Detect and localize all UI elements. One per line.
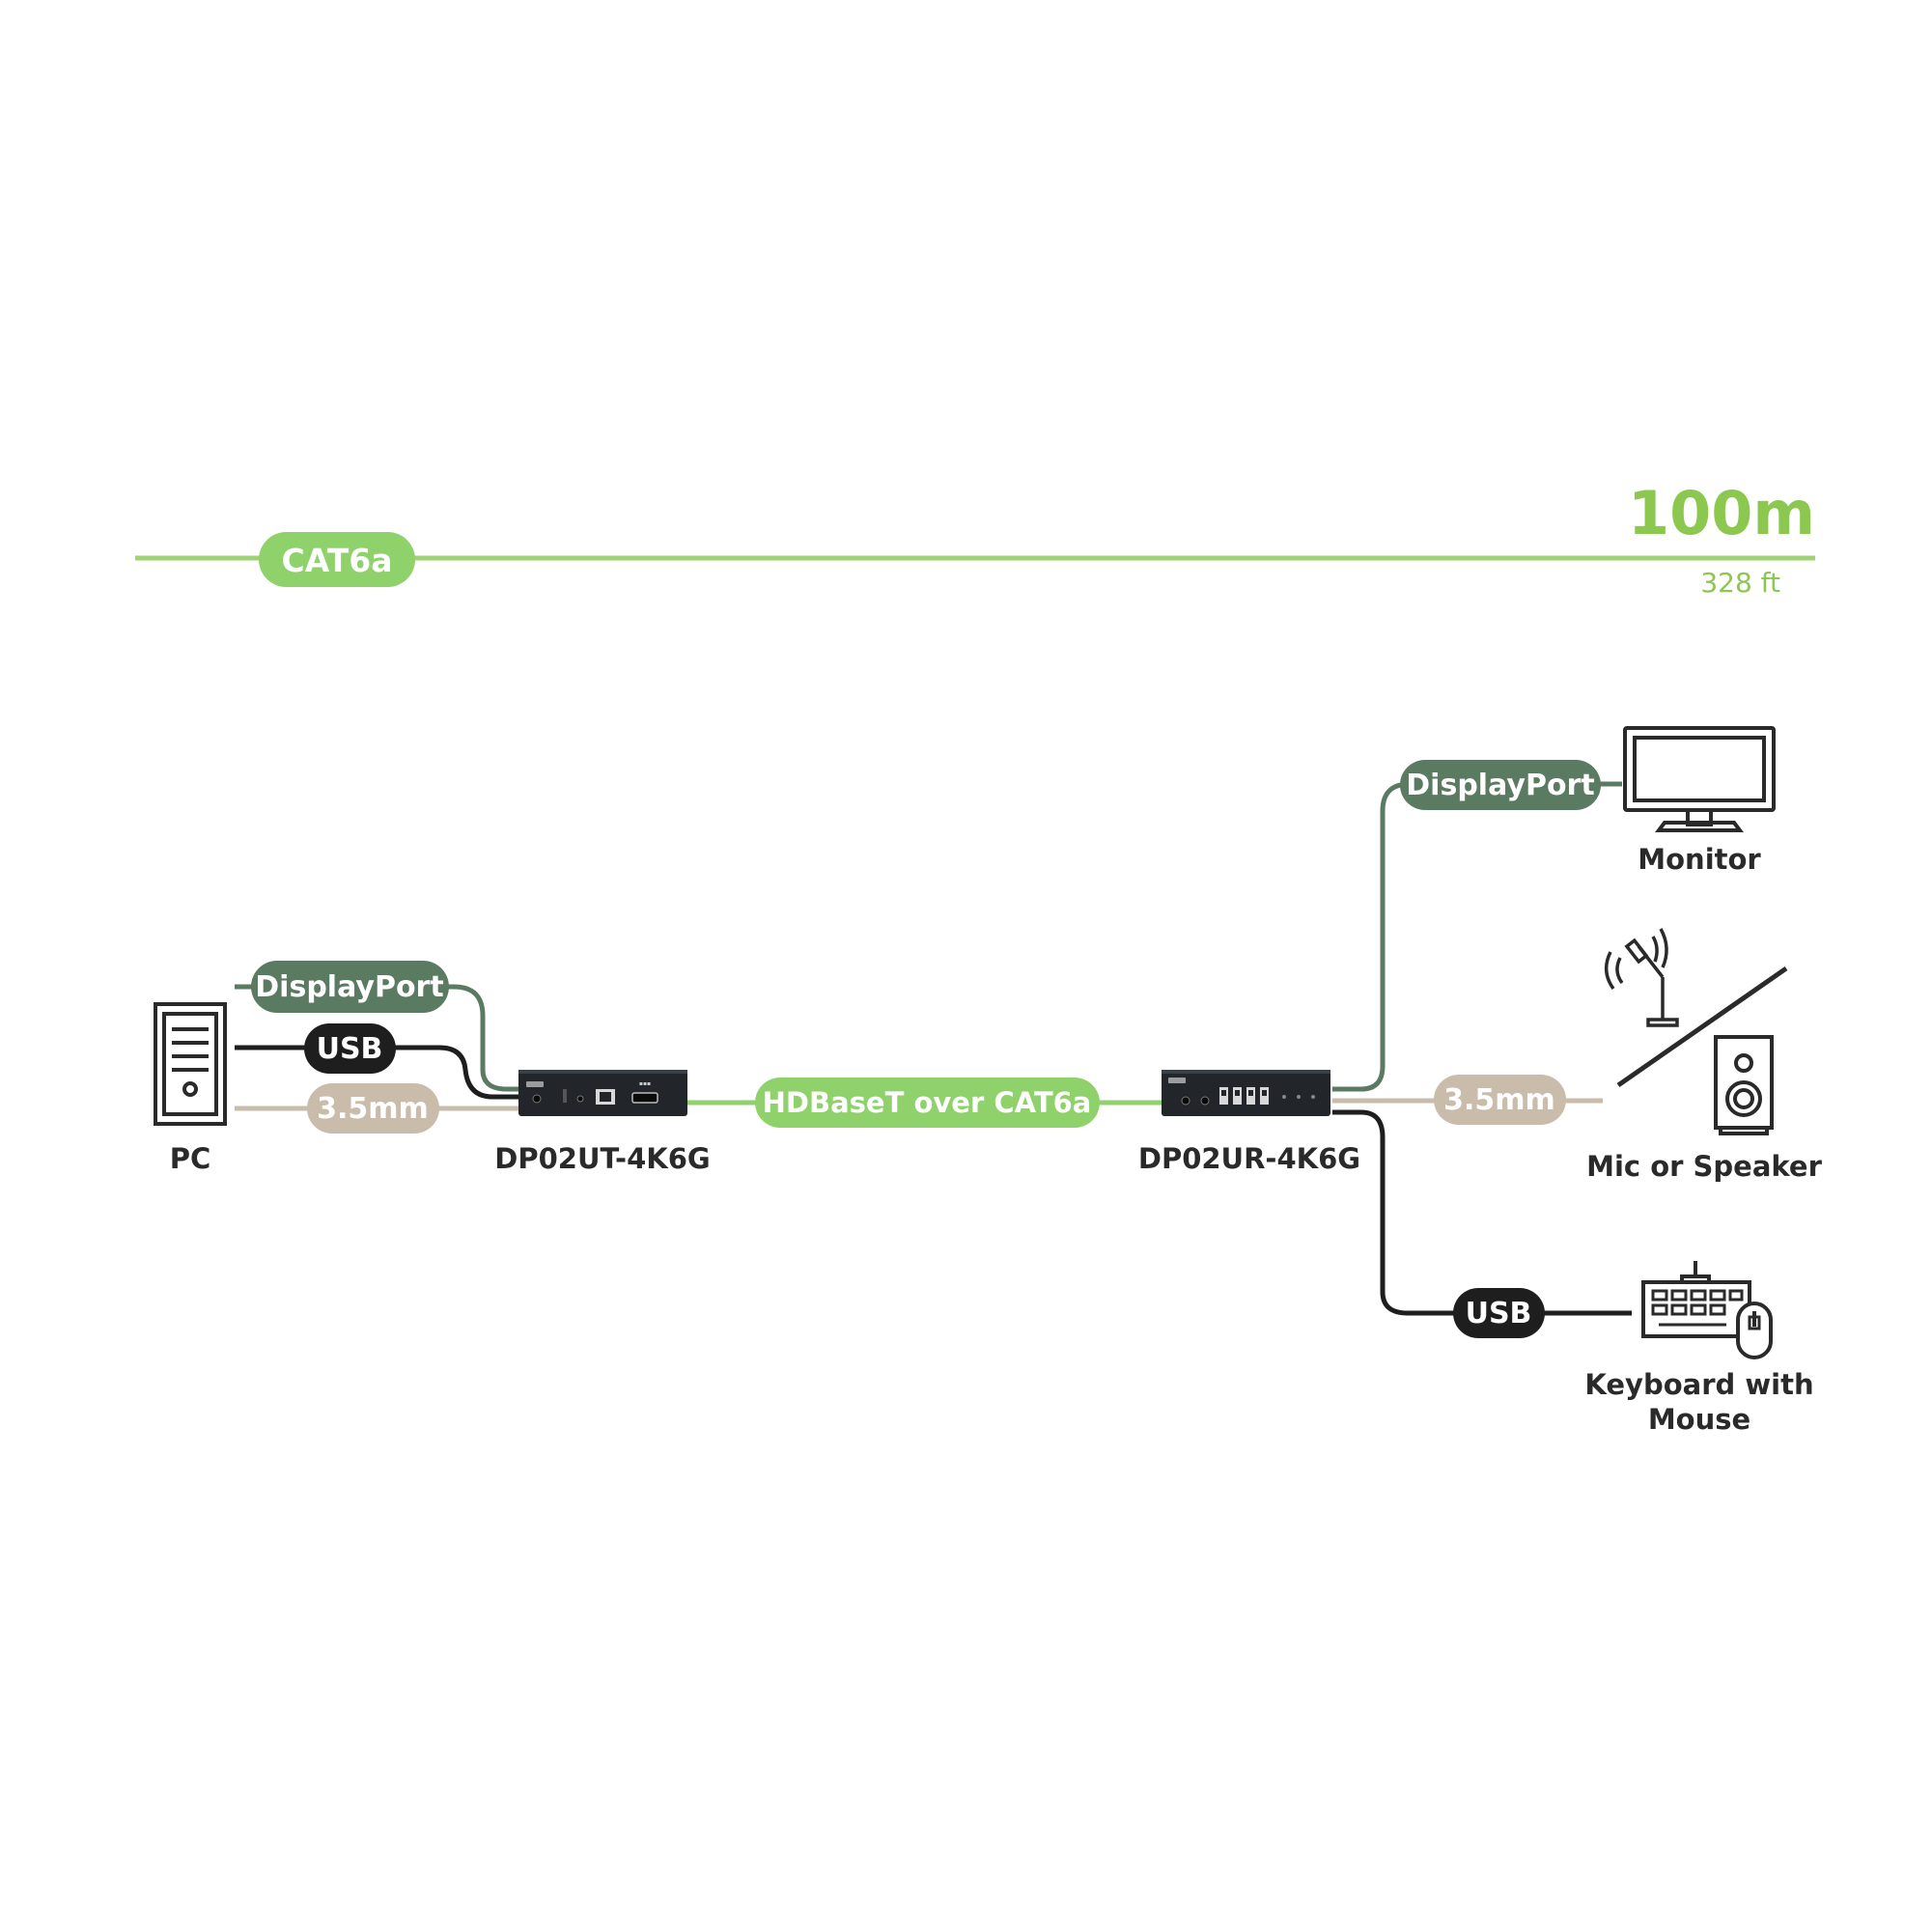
keyboard-icon (1641, 1261, 1751, 1338)
receiver-device (1162, 1070, 1330, 1116)
speaker-audio-pill: 3.5mm (1434, 1075, 1566, 1125)
keyboard-usb-label: USB (1466, 1297, 1532, 1330)
pc-displayport-cable (235, 984, 521, 1092)
monitor-icon (1623, 726, 1776, 832)
pc-label: PC (170, 1142, 211, 1175)
monitor-displayport-label: DisplayPort (1406, 769, 1594, 802)
pc-displayport-pill: DisplayPort (251, 961, 449, 1013)
keyboard-label-line1: Keyboard with (1584, 1368, 1813, 1401)
distance-meters: 100m (1628, 478, 1815, 548)
monitor-displayport-pill: DisplayPort (1400, 760, 1601, 810)
right-cables (1332, 781, 1632, 1316)
pc-audio-label: 3.5mm (317, 1092, 429, 1126)
pc-audio-pill: 3.5mm (307, 1083, 439, 1134)
transmitter-model-label: DP02UT-4K6G (494, 1142, 710, 1175)
mic-speaker-label: Mic or Speaker (1586, 1150, 1822, 1183)
svg-text:▪▪▪: ▪▪▪ (639, 1080, 651, 1087)
microphone-icon (1604, 928, 1679, 1027)
monitor-label: Monitor (1638, 843, 1761, 876)
hdbaset-pill: HDBaseT over CAT6a (755, 1078, 1100, 1128)
cable-distance-bar: CAT6a 100m 328 ft (135, 478, 1815, 599)
speaker-audio-label: 3.5mm (1443, 1083, 1555, 1117)
speaker-icon (1714, 1035, 1774, 1135)
distance-feet: 328 ft (1700, 567, 1780, 599)
pc-usb-cable (235, 1045, 521, 1100)
or-divider (1616, 966, 1788, 1088)
transmitter-device: ▪▪▪ (518, 1070, 687, 1116)
keyboard-usb-cable (1332, 1109, 1632, 1316)
pc-tower-icon (154, 1002, 227, 1126)
receiver-model-label: DP02UR-4K6G (1138, 1142, 1360, 1175)
keyboard-usb-pill: USB (1453, 1288, 1545, 1338)
cat6a-pill (259, 532, 415, 587)
pc-usb-label: USB (317, 1032, 383, 1066)
pc-usb-pill: USB (304, 1023, 396, 1074)
mouse-icon (1736, 1302, 1773, 1359)
cat6a-label: CAT6a (282, 542, 393, 579)
hdbaset-label: HDBaseT over CAT6a (763, 1086, 1092, 1119)
pc-displayport-label: DisplayPort (255, 970, 443, 1004)
keyboard-label-line2: Mouse (1648, 1403, 1750, 1436)
monitor-displayport-cable (1332, 781, 1622, 1092)
